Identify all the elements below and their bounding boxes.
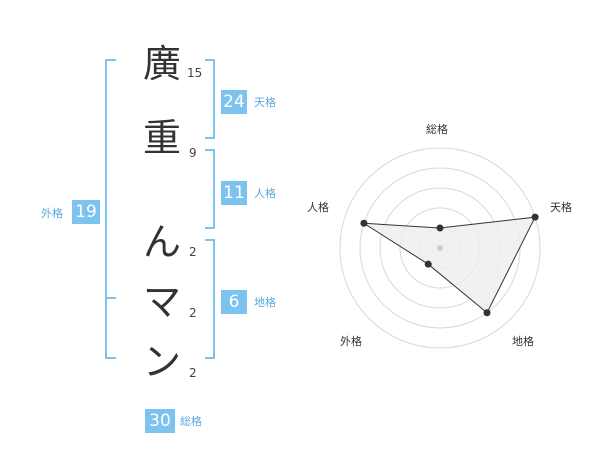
name-char-1: 廣 (142, 42, 181, 86)
soukaku-label: 総格 (180, 415, 202, 428)
radar-point-3 (424, 260, 432, 268)
chikaku-bracket (205, 239, 215, 359)
stroke-count-5: 2 (189, 366, 197, 380)
stroke-count-2: 9 (189, 146, 197, 160)
tenkaku-label: 天格 (254, 96, 276, 109)
radar-axis-label-tenkaku: 天格 (550, 201, 572, 214)
jinkaku-value-badge: 11 (221, 181, 247, 205)
stroke-count-1: 15 (187, 66, 203, 80)
radar-axis-label-soukaku: 総格 (426, 123, 448, 136)
radar-point-4 (360, 219, 368, 227)
radar-point-1 (531, 213, 539, 221)
radar-axis-label-gaikaku: 外格 (340, 335, 362, 348)
stroke-count-3: 2 (189, 245, 197, 259)
gaikaku-bracket (105, 59, 116, 359)
jinkaku-bracket (205, 149, 215, 229)
chikaku-label: 地格 (254, 296, 276, 309)
radar-polygon (363, 216, 536, 314)
radar-grid-ring (339, 147, 541, 349)
name-char-4: マ (142, 280, 181, 324)
name-char-3: ん (142, 220, 181, 264)
chikaku-value-badge: 6 (221, 290, 247, 314)
radar-axis-label-chikaku: 地格 (512, 335, 534, 348)
tenkaku-value-badge: 24 (221, 90, 247, 114)
radar-axis-label-jinkaku: 人格 (307, 201, 329, 214)
radar-point-0 (436, 224, 444, 232)
gaikaku-label: 外格 (41, 207, 63, 220)
radar-center-point (437, 245, 443, 251)
name-char-5: ン (142, 340, 181, 384)
radar-point-2 (483, 309, 491, 317)
stroke-count-4: 2 (189, 306, 197, 320)
tenkaku-bracket (205, 59, 215, 139)
soukaku-value-badge: 30 (145, 409, 175, 433)
name-char-2: 重 (142, 116, 181, 160)
jinkaku-label: 人格 (254, 187, 276, 200)
gaikaku-value-badge: 19 (72, 200, 100, 224)
